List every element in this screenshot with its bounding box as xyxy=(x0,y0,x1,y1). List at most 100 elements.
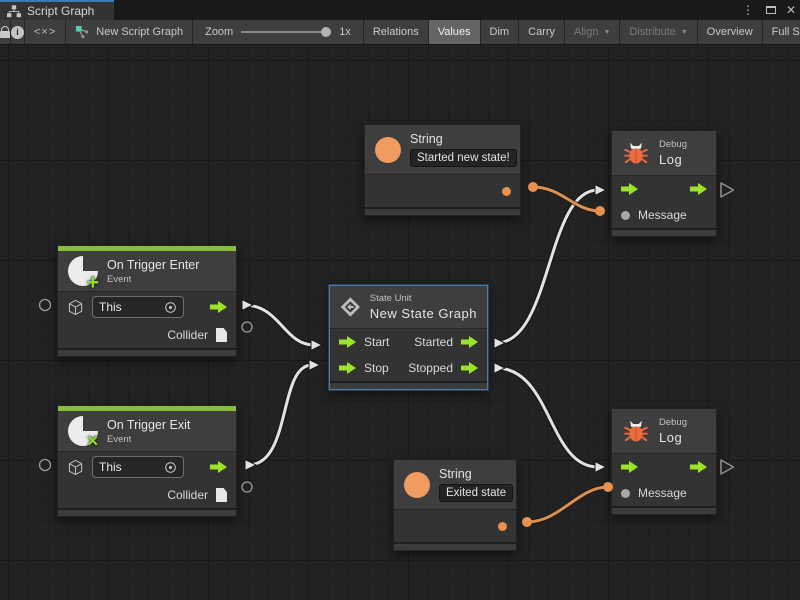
node-title: Log xyxy=(659,430,683,445)
chevron-down-icon: ▼ xyxy=(603,28,611,36)
plus-icon: + xyxy=(86,271,99,294)
node-footer xyxy=(58,510,236,516)
info-button[interactable]: i xyxy=(11,20,25,44)
graph-hierarchy-icon xyxy=(7,4,21,17)
node-title: String xyxy=(410,132,443,146)
x-icon: ✕ xyxy=(86,433,99,450)
string-icon xyxy=(404,471,430,498)
node-title: Log xyxy=(659,152,683,167)
graph-canvas[interactable]: String Started new state! Debug xyxy=(0,45,800,600)
target-dropdown[interactable]: This xyxy=(92,456,184,478)
lock-icon xyxy=(0,26,10,38)
wire-enter-to-start[interactable] xyxy=(242,303,316,347)
gameobject-cube-icon xyxy=(68,459,83,475)
flow-input-port[interactable] xyxy=(621,461,638,473)
value-output-port[interactable] xyxy=(502,186,511,196)
graph-name-button[interactable]: New Script Graph xyxy=(66,20,194,44)
target-dropdown[interactable]: This xyxy=(92,296,184,318)
window-controls: ⋮ ✕ xyxy=(740,0,796,20)
wire-stopped-to-log[interactable] xyxy=(494,366,600,469)
overview-button[interactable]: Overview xyxy=(697,20,763,44)
node-footer xyxy=(612,508,716,514)
string-value-input[interactable]: Started new state! xyxy=(410,149,517,167)
flow-output-port[interactable] xyxy=(690,461,707,473)
flow-output-port[interactable] xyxy=(690,183,707,195)
flow-output-port[interactable] xyxy=(210,301,227,313)
target-icon xyxy=(165,461,176,473)
string-value-input[interactable]: Exited state xyxy=(439,484,514,502)
node-footer xyxy=(365,209,520,215)
zoom-label: Zoom xyxy=(205,26,234,38)
node-footer xyxy=(612,230,716,236)
node-on-trigger-exit[interactable]: ✕ On Trigger Exit Event This xyxy=(57,405,237,517)
node-on-trigger-enter[interactable]: + On Trigger Enter Event This xyxy=(57,245,237,357)
toolbar: i <×> New Script Graph Zoom 1x Relations… xyxy=(0,20,800,45)
node-string-top[interactable]: String Started new state! xyxy=(364,124,521,216)
tab-title: Script Graph xyxy=(27,4,95,18)
value-input-port[interactable] xyxy=(621,210,630,220)
code-preview-icon: <×> xyxy=(34,26,57,38)
chevron-down-icon: ▼ xyxy=(680,28,688,36)
flow-output-port[interactable] xyxy=(210,461,227,473)
port-label: Collider xyxy=(167,488,208,502)
maximize-icon[interactable] xyxy=(765,6,776,14)
node-debug-log-top[interactable]: Debug Log Message xyxy=(611,130,717,237)
node-state-unit[interactable]: State Unit New State Graph Start Started… xyxy=(329,285,488,390)
bug-icon xyxy=(624,420,648,442)
zoom-slider-handle[interactable] xyxy=(321,27,332,37)
wire-string-to-message-top[interactable] xyxy=(531,185,602,213)
file-icon xyxy=(216,488,227,502)
file-icon xyxy=(216,328,227,342)
event-color-bar xyxy=(58,246,236,251)
node-title: New State Graph xyxy=(369,306,477,321)
lock-button[interactable] xyxy=(0,20,11,44)
node-footer xyxy=(394,544,516,550)
relations-button[interactable]: Relations xyxy=(363,20,429,44)
flow-input-port[interactable] xyxy=(339,362,356,374)
node-string-bottom[interactable]: String Exited state xyxy=(393,459,517,551)
flow-continue-indicators xyxy=(720,182,735,475)
tab-script-graph[interactable]: Script Graph xyxy=(0,0,114,20)
port-label: Stopped xyxy=(408,361,453,375)
event-color-bar xyxy=(58,406,236,411)
fullscreen-button[interactable]: Full Scr xyxy=(762,20,800,44)
info-icon: i xyxy=(11,25,24,39)
zoom-slider-track xyxy=(241,31,332,33)
kebab-menu-icon[interactable]: ⋮ xyxy=(741,3,754,17)
node-subtitle: Event xyxy=(107,433,132,445)
distribute-dropdown: Distribute▼ xyxy=(620,20,698,44)
close-icon[interactable]: ✕ xyxy=(785,3,796,17)
values-button[interactable]: Values xyxy=(428,20,481,44)
value-input-port[interactable] xyxy=(621,488,630,498)
port-label: Stop xyxy=(364,361,389,375)
gameobject-cube-icon xyxy=(68,299,83,315)
node-kind: Debug xyxy=(659,139,687,150)
node-kind: Debug xyxy=(659,417,687,428)
graph-name-label: New Script Graph xyxy=(96,26,184,38)
on-trigger-exit-icon: ✕ xyxy=(68,416,99,450)
flow-input-port[interactable] xyxy=(339,336,356,348)
dim-button[interactable]: Dim xyxy=(480,20,520,44)
on-trigger-enter-icon: + xyxy=(68,256,99,293)
value-output-port[interactable] xyxy=(498,521,507,531)
node-title: On Trigger Exit xyxy=(107,417,191,432)
node-title: On Trigger Enter xyxy=(107,257,200,272)
node-subtitle: Event xyxy=(107,273,132,285)
target-icon xyxy=(165,301,176,313)
flow-output-port[interactable] xyxy=(461,362,478,374)
port-label: Collider xyxy=(167,328,208,342)
flow-output-port[interactable] xyxy=(461,336,478,348)
flow-input-port[interactable] xyxy=(621,183,638,195)
code-preview-button[interactable]: <×> xyxy=(25,20,67,44)
bug-icon xyxy=(624,142,648,164)
wire-exit-to-stop[interactable] xyxy=(246,363,314,467)
node-debug-log-bottom[interactable]: Debug Log Message xyxy=(611,408,717,515)
port-label: Message xyxy=(638,208,687,222)
node-kind: State Unit xyxy=(369,293,412,304)
zoom-slider[interactable] xyxy=(241,26,332,38)
node-title: String xyxy=(439,467,472,481)
script-graph-icon xyxy=(76,25,89,38)
zoom-value: 1x xyxy=(339,26,351,38)
carry-button[interactable]: Carry xyxy=(519,20,565,44)
wire-string-to-message-bottom[interactable] xyxy=(525,485,610,524)
